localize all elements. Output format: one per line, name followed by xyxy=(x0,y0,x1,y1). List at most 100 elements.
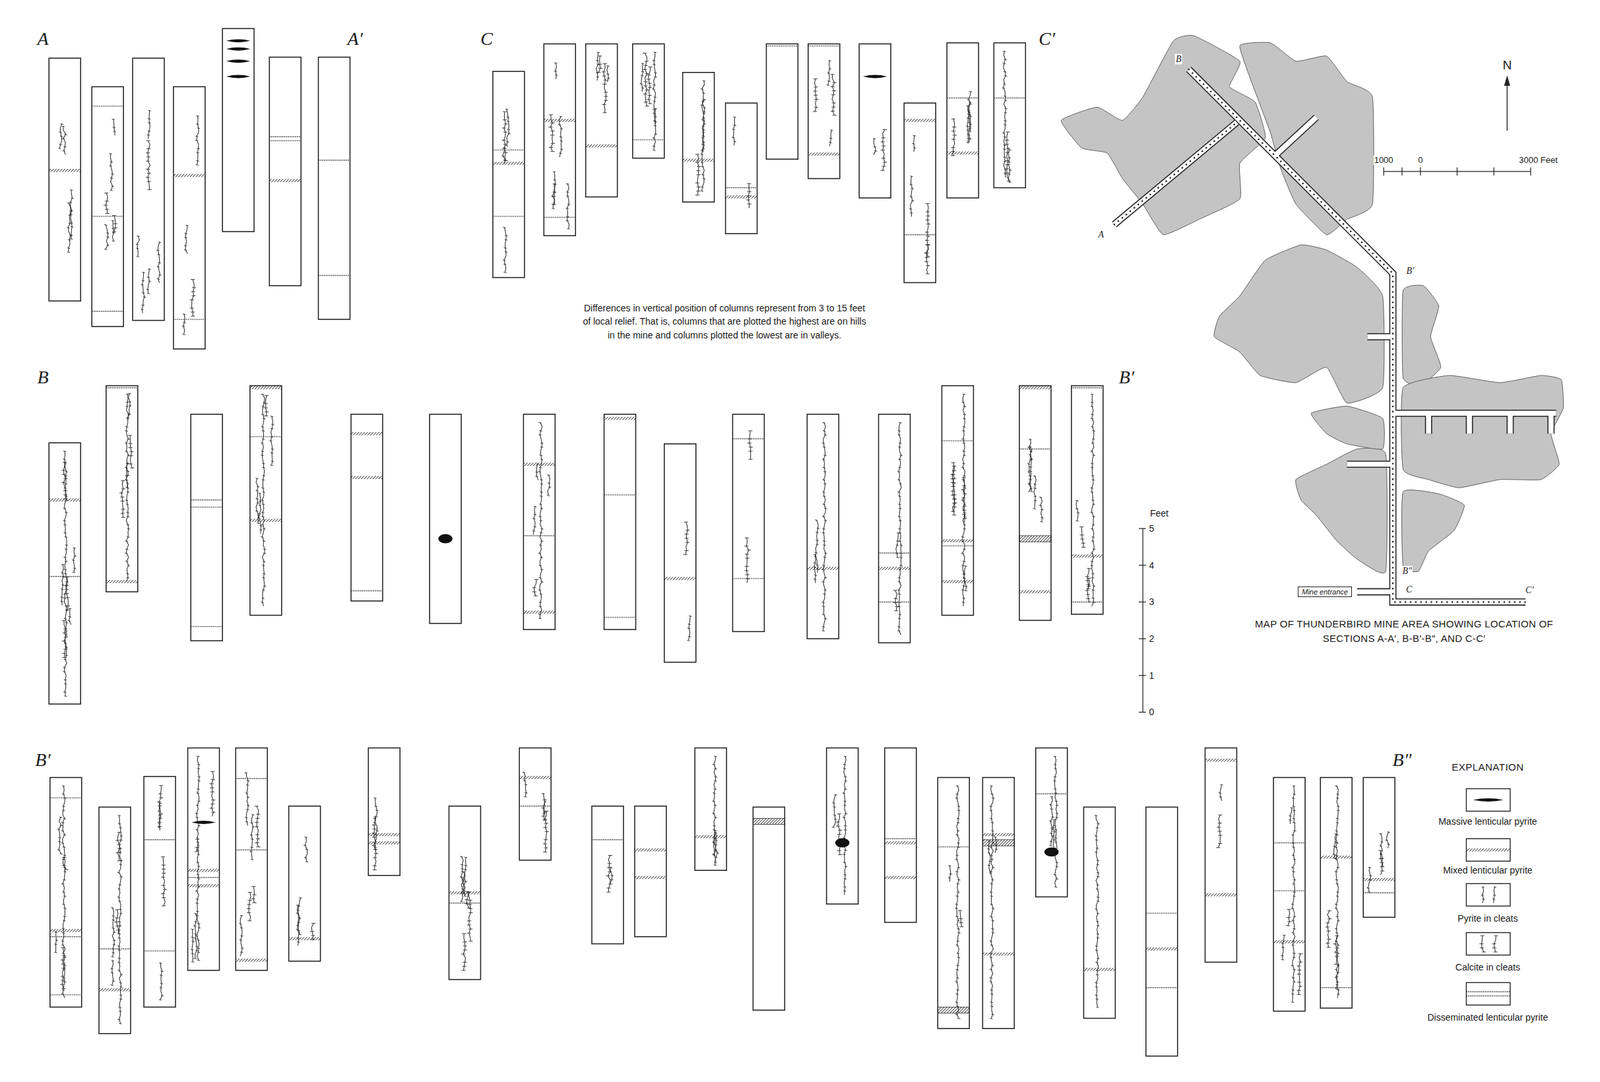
cleat-tick xyxy=(245,821,249,823)
cleat-tick xyxy=(897,479,900,481)
cleat-tick xyxy=(372,824,377,826)
cleat-tick xyxy=(909,195,913,198)
cleat-tick xyxy=(504,247,507,249)
cleat-tick xyxy=(464,903,469,904)
cleat-tick xyxy=(191,936,194,939)
cleat-tick xyxy=(961,589,964,591)
cleat-tick xyxy=(645,89,650,91)
cleat-tick xyxy=(544,810,549,812)
cleat-tick xyxy=(119,986,123,988)
cleat-tick xyxy=(843,861,846,864)
cleat-tick xyxy=(647,103,652,105)
cleat-tick xyxy=(371,845,376,846)
cleat-tick xyxy=(961,485,966,487)
cleat-tick xyxy=(991,879,994,881)
cleat-tick xyxy=(1090,487,1094,489)
cleat-tick xyxy=(881,145,886,147)
cleat-tick xyxy=(963,405,966,408)
section-column xyxy=(368,748,400,876)
cleat-tick xyxy=(182,325,185,328)
cleat-tick xyxy=(73,547,76,549)
disseminated-pyrite xyxy=(50,797,82,799)
cleat-tick xyxy=(1091,540,1094,542)
cleat-tick xyxy=(533,526,536,528)
cleat-tick xyxy=(835,821,840,823)
cleat-tick xyxy=(1096,876,1100,878)
cleat-tick xyxy=(503,271,507,274)
cleat-tick xyxy=(160,970,163,972)
cleat-tick xyxy=(1053,788,1057,790)
cleat-tick xyxy=(1094,982,1098,984)
cleat-tick xyxy=(118,823,121,825)
cleat-line xyxy=(713,756,716,863)
cleat-tick xyxy=(256,838,260,840)
cleat-tick xyxy=(961,601,965,604)
cleat-tick xyxy=(502,259,506,261)
cleat-tick xyxy=(1054,841,1057,843)
disseminated-pyrite xyxy=(235,849,268,851)
cleat-tick xyxy=(1095,945,1098,947)
cleat-tick xyxy=(544,831,549,832)
cleat-tick xyxy=(925,273,930,274)
cleat-tick xyxy=(1096,913,1100,915)
cleat-tick xyxy=(297,917,301,919)
cleat-tick xyxy=(502,226,506,229)
cleat-tick xyxy=(596,71,601,73)
cleat-tick xyxy=(899,556,903,559)
cleat-tick xyxy=(118,827,122,829)
cleat-tick xyxy=(1096,872,1100,874)
cleat-tick xyxy=(1039,496,1042,499)
cleat-tick xyxy=(1029,490,1033,493)
cleat-tick xyxy=(832,82,837,84)
disseminated-pyrite xyxy=(519,805,551,807)
section-column xyxy=(884,748,917,923)
cleat-tick xyxy=(643,93,648,95)
cleat-tick xyxy=(558,152,562,154)
cleat-tick xyxy=(991,928,994,930)
cleat-tick xyxy=(832,90,836,92)
cleat-tick xyxy=(464,857,468,859)
cleat-tick xyxy=(61,822,64,824)
cleat-tick xyxy=(956,793,959,796)
cleat-tick xyxy=(959,926,964,928)
cleat-tick xyxy=(960,489,965,491)
cleat-tick xyxy=(136,256,140,258)
cleat-tick xyxy=(126,470,130,472)
cleat-tick xyxy=(1095,847,1099,850)
cleat-tick xyxy=(117,969,121,972)
cleat-tick xyxy=(117,814,121,817)
cleat-tick xyxy=(696,186,701,188)
cleat-tick xyxy=(897,589,900,591)
section-column xyxy=(694,748,727,871)
cleat-tick xyxy=(62,805,65,807)
cleat-tick xyxy=(128,405,132,407)
cleat-tick xyxy=(531,587,536,588)
cleat-tick xyxy=(197,878,200,880)
cleat-tick xyxy=(1081,543,1086,544)
section-column xyxy=(766,44,798,160)
mixed-pyrite xyxy=(543,118,576,123)
mixed-pyrite xyxy=(1204,758,1237,763)
mixed-pyrite xyxy=(982,833,1015,837)
cleat-tick xyxy=(210,771,215,772)
cleat-tick xyxy=(828,67,832,70)
cleat-tick xyxy=(464,899,469,900)
cleat-tick xyxy=(1051,827,1056,829)
cleat-tick xyxy=(641,71,644,73)
cleat-tick xyxy=(813,95,818,96)
cleat-tick xyxy=(1051,816,1055,819)
cleat-tick xyxy=(117,1019,121,1021)
cleat-tick xyxy=(822,458,825,460)
cleat-tick xyxy=(67,202,70,204)
cleat-tick xyxy=(261,467,265,469)
cleat-line xyxy=(1033,475,1036,509)
column-outline xyxy=(523,414,555,630)
section-column xyxy=(351,414,383,602)
cleat-tick xyxy=(744,537,749,539)
column-outline xyxy=(269,57,301,286)
cleat-tick xyxy=(991,965,994,967)
cleat-tick xyxy=(126,487,129,489)
cleat-tick xyxy=(1291,866,1294,869)
disseminated-pyrite xyxy=(50,994,82,995)
cleat-tick xyxy=(1092,585,1096,587)
